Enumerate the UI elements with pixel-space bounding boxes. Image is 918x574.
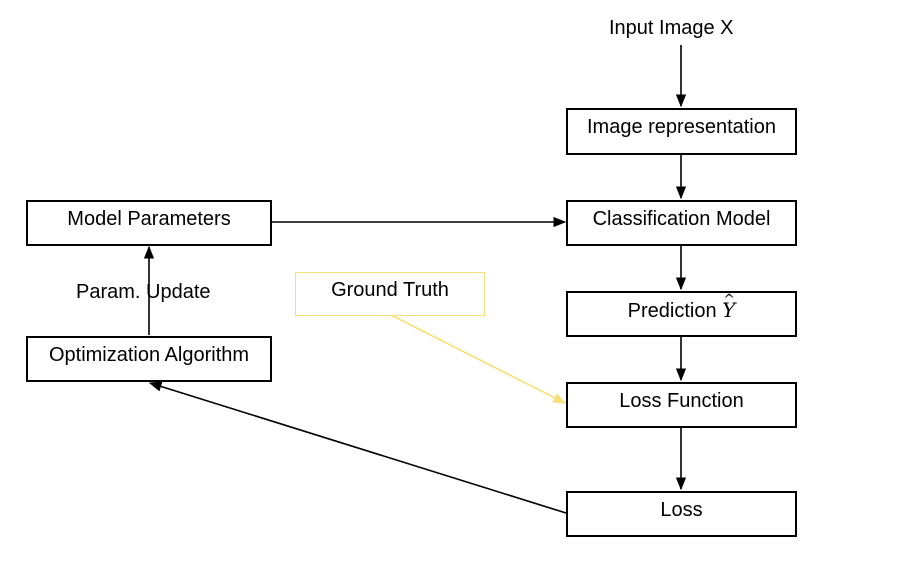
loss-function-label: Loss Function — [619, 390, 744, 412]
ground-truth-label: Ground Truth — [331, 279, 449, 301]
param-update-label: Param. Update — [76, 281, 211, 303]
model-parameters-label: Model Parameters — [67, 208, 231, 230]
input-image-label: Input Image X — [609, 17, 734, 39]
image-representation-label: Image representation — [586, 116, 776, 138]
model-parameters-box: Model Parameters — [26, 200, 272, 246]
arrow-ground-truth-to-loss-function — [390, 314, 567, 404]
classification-model-label: Classification Model — [592, 208, 771, 230]
image-representation-box: Image representation — [566, 108, 797, 155]
prediction-box: Prediction ^ Y — [566, 291, 797, 337]
loss-label: Loss — [660, 499, 703, 521]
classification-model-box: Classification Model — [566, 200, 797, 246]
loss-box: Loss — [566, 491, 797, 537]
optimization-algorithm-label: Optimization Algorithm — [48, 344, 250, 366]
optimization-algorithm-box: Optimization Algorithm — [26, 336, 272, 382]
ground-truth-box: Ground Truth — [295, 272, 485, 316]
prediction-symbol-letter: Y — [722, 298, 736, 322]
prediction-symbol: ^ Y — [722, 293, 736, 322]
arrow-loss-to-optimization — [148, 381, 567, 514]
loss-function-box: Loss Function — [566, 382, 797, 428]
prediction-hat: ^ — [723, 292, 735, 308]
prediction-label: Prediction — [627, 300, 717, 322]
